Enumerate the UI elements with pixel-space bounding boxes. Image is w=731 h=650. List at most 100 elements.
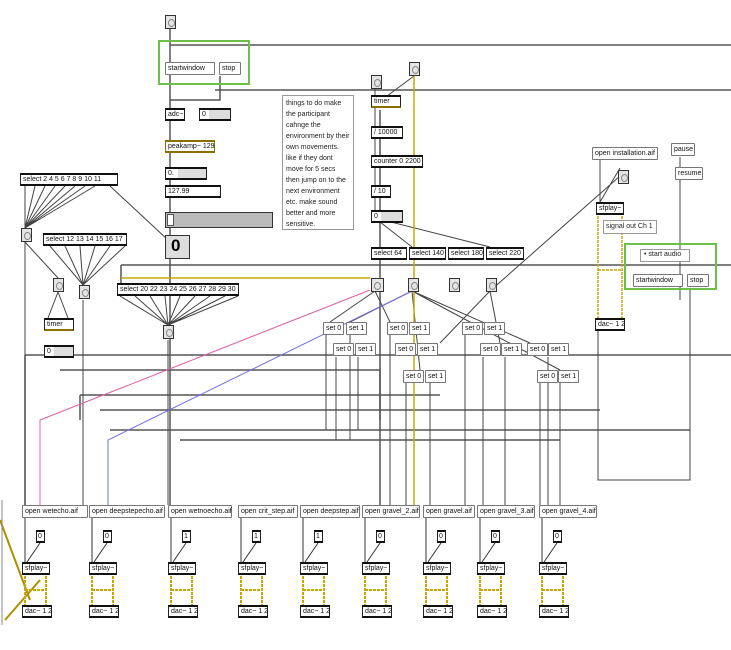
channel-toggle-number[interactable]: 0 xyxy=(103,530,112,543)
set-message[interactable]: set 0 xyxy=(462,322,483,335)
master-toggle[interactable] xyxy=(165,15,176,29)
set-message[interactable]: set 1 xyxy=(417,343,438,356)
bang-180[interactable] xyxy=(449,278,460,292)
set-message[interactable]: set 1 xyxy=(558,370,579,383)
left-number[interactable]: 0 xyxy=(44,345,74,358)
channel-sfplay[interactable]: sfplay~ xyxy=(477,562,505,575)
channel-dac[interactable]: dac~ 1 2 xyxy=(423,605,453,618)
set-message[interactable]: set 0 xyxy=(333,343,354,356)
channel-dac[interactable]: dac~ 1 2 xyxy=(22,605,52,618)
channel-dac[interactable]: dac~ 1 2 xyxy=(89,605,119,618)
open-file-message[interactable]: open gravel_4.aif xyxy=(539,505,597,518)
channel-sfplay[interactable]: sfplay~ xyxy=(300,562,328,575)
channel-toggle-number[interactable]: 0 xyxy=(376,530,385,543)
channel-toggle-number[interactable]: 0 xyxy=(437,530,446,543)
open-file-message[interactable]: open gravel.aif xyxy=(423,505,475,518)
open-file-message[interactable]: open gravel_2.aif xyxy=(362,505,420,518)
yellow-toggle[interactable] xyxy=(409,62,420,76)
bang-b1[interactable] xyxy=(53,278,64,292)
set-message[interactable]: set 0 xyxy=(323,322,344,335)
open-file-message[interactable]: open gravel_3.aif xyxy=(477,505,535,518)
signal-cord xyxy=(479,576,502,605)
channel-toggle-number[interactable]: 1 xyxy=(314,530,323,543)
gain-number[interactable]: 0 xyxy=(199,108,231,121)
installation-sfplay[interactable]: sfplay~ xyxy=(596,202,624,215)
select-a[interactable]: select 2 4 5 6 7 8 9 10 11 xyxy=(20,173,118,186)
divide-10-object[interactable]: / 10 xyxy=(371,185,391,198)
bang-a[interactable] xyxy=(21,228,32,242)
set-message[interactable]: set 0 xyxy=(387,322,408,335)
channel-sfplay[interactable]: sfplay~ xyxy=(423,562,451,575)
set-message[interactable]: set 0 xyxy=(527,343,548,356)
timer-toggle[interactable] xyxy=(371,75,382,89)
divide-10000-object[interactable]: / 10000 xyxy=(371,126,403,139)
installation-toggle[interactable] xyxy=(618,170,629,184)
set-message[interactable]: set 0 xyxy=(480,343,501,356)
set-message[interactable]: set 0 xyxy=(395,343,416,356)
channel-dac[interactable]: dac~ 1 2 xyxy=(362,605,392,618)
channel-sfplay[interactable]: sfplay~ xyxy=(89,562,117,575)
select-64[interactable]: select 64 xyxy=(371,247,407,260)
select-140[interactable]: select 140 xyxy=(409,247,446,260)
set-message[interactable]: set 1 xyxy=(409,322,430,335)
channel-toggle-number[interactable]: 1 xyxy=(252,530,261,543)
channel-toggle-number[interactable]: 1 xyxy=(182,530,191,543)
open-file-message[interactable]: open wetecho.aif xyxy=(22,505,88,518)
big-number[interactable]: 0 xyxy=(165,235,190,259)
open-file-message[interactable]: open deepstepecho.aif xyxy=(89,505,165,518)
channel-dac[interactable]: dac~ 1 2 xyxy=(477,605,507,618)
bang-64[interactable] xyxy=(371,278,384,292)
set-message[interactable]: set 1 xyxy=(501,343,522,356)
set-message[interactable]: set 1 xyxy=(548,343,569,356)
set-message[interactable]: set 0 xyxy=(537,370,558,383)
select-180[interactable]: select 180 xyxy=(448,247,484,260)
channel-sfplay[interactable]: sfplay~ xyxy=(362,562,390,575)
channel-dac[interactable]: dac~ 1 2 xyxy=(300,605,330,618)
startwindow-message[interactable]: startwindow xyxy=(165,62,215,75)
set-message[interactable]: set 1 xyxy=(484,322,505,335)
bang-c[interactable] xyxy=(163,325,174,339)
channel-toggle-number[interactable]: 0 xyxy=(491,530,500,543)
bang-220[interactable] xyxy=(486,278,497,292)
open-file-message[interactable]: open wetnoecho.aif xyxy=(168,505,232,518)
installation-dac[interactable]: dac~ 1 2 xyxy=(595,318,625,331)
select-c[interactable]: select 20 22 23 24 25 26 27 28 29 30 xyxy=(117,283,239,296)
set-message[interactable]: set 0 xyxy=(403,370,424,383)
raw-number[interactable]: 0. xyxy=(165,167,207,180)
channel-sfplay[interactable]: sfplay~ xyxy=(238,562,266,575)
open-file-message[interactable]: open crit_step.aif xyxy=(238,505,298,518)
signal-comment: signal out Ch 1 xyxy=(603,220,657,234)
set-message[interactable]: set 1 xyxy=(355,343,376,356)
select-b[interactable]: select 12 13 14 15 16 17 xyxy=(43,233,127,246)
bang-b2[interactable] xyxy=(79,285,90,299)
channel-sfplay[interactable]: sfplay~ xyxy=(539,562,567,575)
timer-object[interactable]: timer xyxy=(371,95,401,108)
resume-message[interactable]: resume xyxy=(675,167,703,180)
set-message[interactable]: set 1 xyxy=(346,322,367,335)
channel-sfplay[interactable]: sfplay~ xyxy=(168,562,196,575)
audio-stop[interactable]: stop xyxy=(687,274,709,287)
peakamp-object[interactable]: peakamp~ 129 xyxy=(165,140,215,153)
left-timer[interactable]: timer xyxy=(44,318,74,331)
set-message[interactable]: set 1 xyxy=(425,370,446,383)
channel-toggle-number[interactable]: 0 xyxy=(36,530,45,543)
adc-object[interactable]: adc~ xyxy=(165,108,185,121)
channel-toggle-number[interactable]: 0 xyxy=(553,530,562,543)
channel-dac[interactable]: dac~ 1 2 xyxy=(168,605,198,618)
level-slider[interactable] xyxy=(165,212,273,228)
time-number[interactable]: 0 xyxy=(371,210,403,223)
channel-sfplay[interactable]: sfplay~ xyxy=(22,562,50,575)
open-installation-message[interactable]: open installation.aif xyxy=(592,147,658,160)
audio-startwindow[interactable]: startwindow xyxy=(633,274,683,287)
channel-dac[interactable]: dac~ 1 2 xyxy=(238,605,268,618)
bang-140[interactable] xyxy=(408,278,419,292)
stop-message[interactable]: stop xyxy=(219,62,241,75)
signal-cord xyxy=(170,576,193,605)
select-220[interactable]: select 220 xyxy=(486,247,524,260)
counter-object[interactable]: counter 0 2200 xyxy=(371,155,423,168)
pause-message[interactable]: pause xyxy=(671,143,695,156)
signal-cord xyxy=(364,576,387,605)
scaled-number[interactable]: 127.99 xyxy=(165,185,221,198)
open-file-message[interactable]: open deepstep.aif xyxy=(300,505,360,518)
channel-dac[interactable]: dac~ 1 2 xyxy=(539,605,569,618)
